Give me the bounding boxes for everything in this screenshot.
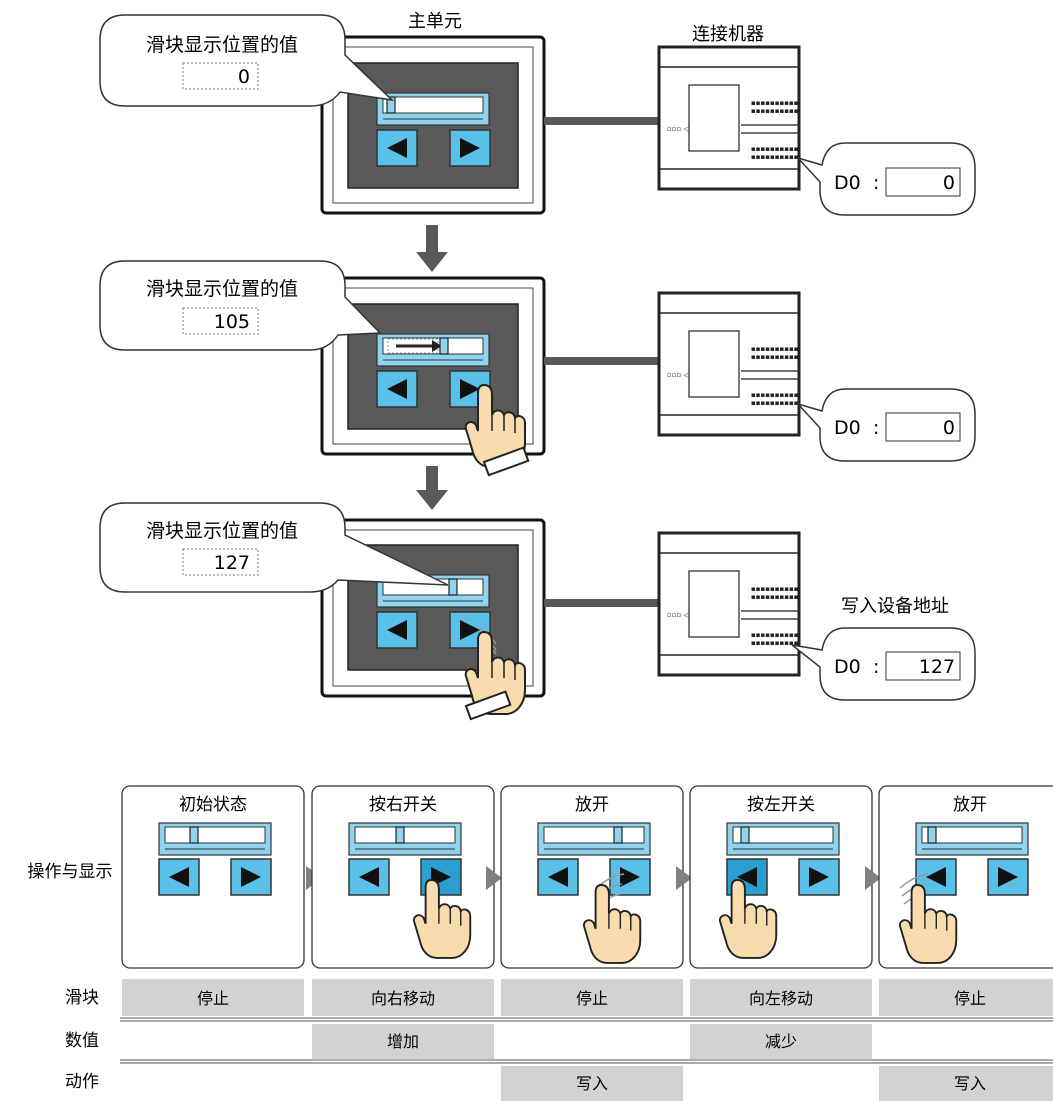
device-value: 0 xyxy=(943,172,955,194)
panel-slider-state: 停止 xyxy=(954,989,986,1008)
device-value: 127 xyxy=(919,656,955,678)
device-value: 0 xyxy=(943,417,955,439)
panel-slider-state: 停止 xyxy=(197,989,229,1008)
panel-title: 按右开关 xyxy=(369,795,437,815)
left-button-icon xyxy=(376,129,418,167)
cable xyxy=(544,357,659,365)
right-button-icon xyxy=(798,858,840,896)
right-button-icon xyxy=(609,858,651,896)
step-3: 滑块显示位置的值 127 D0 : 127 xyxy=(99,502,976,721)
timeline-panel: 初始状态 停止 xyxy=(121,785,305,1016)
device-label: D0 xyxy=(834,172,861,194)
timeline-panel: 放开 停止 写入 xyxy=(878,785,1053,1101)
down-arrow-icon xyxy=(416,466,448,510)
right-button-icon xyxy=(987,858,1029,896)
panel-action-state: 写入 xyxy=(954,1074,986,1093)
slider-value: 127 xyxy=(214,552,250,574)
left-button-icon xyxy=(158,858,200,896)
cable xyxy=(544,117,659,125)
slider-value-bubble: 滑块显示位置的值 105 xyxy=(99,260,382,351)
panel-title: 放开 xyxy=(575,795,609,815)
left-button-icon xyxy=(537,858,579,896)
bubble-title: 滑块显示位置的值 xyxy=(146,34,298,56)
device-label: D0 xyxy=(834,656,861,678)
timeline-panel: 按左开关 向左移动 减少 xyxy=(689,785,873,1059)
bubble-title: 滑块显示位置的值 xyxy=(146,520,298,542)
plc-device-icon xyxy=(657,45,801,191)
panel-slider-state: 向左移动 xyxy=(749,989,813,1008)
left-button-icon xyxy=(376,370,418,408)
step-1: 滑块显示位置的值 0 D0 : 0 xyxy=(99,14,976,216)
top-section: 主单元 连接机器 写入设备地址 滑块显示位置的值 xyxy=(99,11,976,721)
panel-title: 初始状态 xyxy=(179,795,247,815)
timeline-section: 操作与显示 滑块 数值 动作 初始状态 停止 按右开关 xyxy=(28,785,1053,1101)
device-value-bubble: D0 : 0 xyxy=(795,388,976,462)
hmi-unit xyxy=(320,276,546,477)
down-arrow-icon xyxy=(416,225,448,272)
slider-value-bubble: 滑块显示位置的值 0 xyxy=(99,14,395,107)
panel-value-state: 减少 xyxy=(765,1032,797,1051)
slider-value: 0 xyxy=(238,66,250,88)
slider-value-bubble: 滑块显示位置的值 127 xyxy=(99,502,449,593)
left-button-icon xyxy=(348,858,390,896)
external-device-label: 连接机器 xyxy=(692,24,764,45)
left-button-icon xyxy=(376,611,418,649)
cable xyxy=(544,599,659,607)
panel-slider-state: 停止 xyxy=(576,989,608,1008)
write-address-label: 写入设备地址 xyxy=(841,596,949,617)
row-label-action: 动作 xyxy=(65,1072,99,1092)
device-colon: : xyxy=(873,172,879,194)
right-arrow-icon xyxy=(865,866,881,890)
device-value-bubble: D0 : 0 xyxy=(795,142,976,216)
panel-value-state: 增加 xyxy=(387,1032,419,1051)
plc-device-icon xyxy=(657,531,801,677)
row-header-ops: 操作与显示 xyxy=(28,862,113,882)
row-label-slider: 滑块 xyxy=(65,988,99,1008)
hmi-unit xyxy=(320,35,546,215)
plc-device-icon xyxy=(657,291,801,437)
device-colon: : xyxy=(873,656,879,678)
panel-title: 按左开关 xyxy=(747,795,815,815)
step-2: 滑块显示位置的值 105 D0 : 0 xyxy=(99,260,976,477)
right-arrow-icon xyxy=(486,866,502,890)
panel-slider-state: 向右移动 xyxy=(371,989,435,1008)
bubble-title: 滑块显示位置的值 xyxy=(146,278,298,300)
slider-value: 105 xyxy=(214,311,250,333)
device-colon: : xyxy=(873,417,879,439)
device-value-bubble: D0 : 127 xyxy=(791,627,976,701)
right-arrow-icon xyxy=(676,866,692,890)
timeline-panel: 按右开关 向右移动 增加 xyxy=(311,785,495,1059)
panel-action-state: 写入 xyxy=(576,1074,608,1093)
right-button-icon xyxy=(449,129,491,167)
panel-title: 放开 xyxy=(953,795,987,815)
main-unit-label: 主单元 xyxy=(408,11,462,32)
timeline-panel: 放开 停止 写入 xyxy=(500,785,684,1101)
row-label-value: 数值 xyxy=(65,1031,99,1051)
device-label: D0 xyxy=(834,417,861,439)
right-button-icon xyxy=(230,858,272,896)
